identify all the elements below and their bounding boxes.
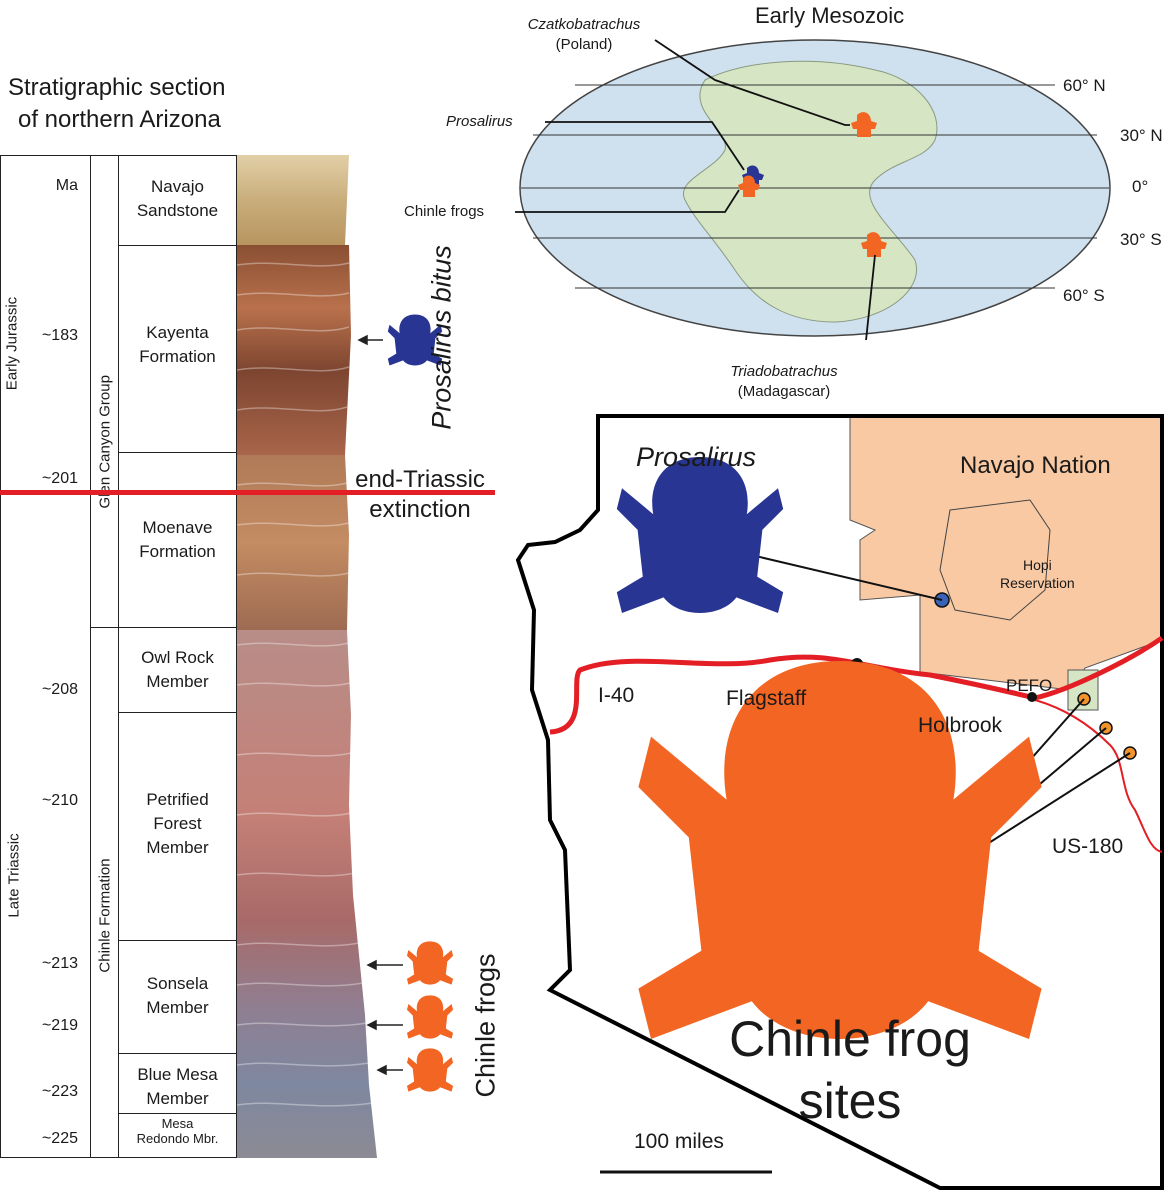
ma-208: ~208 — [41, 681, 78, 698]
lat-30s: 30° S — [1120, 230, 1162, 249]
prosalirus-map-label: Prosalirus — [636, 442, 757, 472]
group-glen-canyon: Glen Canyon Group — [96, 375, 114, 509]
strat-title: Stratigraphic section of northern Arizon… — [8, 74, 226, 133]
lat-30n: 30° N — [1120, 126, 1163, 145]
triado-label: Triadobatrachus (Madagascar) — [730, 363, 838, 400]
frog-czatko-icon — [851, 112, 877, 137]
us180-highway — [1034, 699, 1163, 853]
frog-chinle-globe-icon — [738, 175, 760, 197]
arizona-state-outline — [515, 414, 1164, 1190]
holbrook-dot — [1027, 692, 1037, 702]
lat-60n: 60° N — [1063, 76, 1106, 95]
chinle-frog-sites-label: Chinle frog sites — [729, 1011, 971, 1129]
chinle-frog-icon-2 — [406, 995, 454, 1039]
prosalirus-frog-icon — [616, 457, 784, 613]
ma-201: ~201 — [41, 470, 78, 487]
i40-label: I-40 — [598, 684, 635, 707]
ma-213: ~213 — [41, 955, 78, 972]
holbrook-label: Holbrook — [918, 714, 1003, 737]
navajo-nation-label: Navajo Nation — [960, 452, 1111, 479]
chinle-frogs-label: Chinle frogs — [470, 953, 501, 1098]
lat-60s: 60° S — [1063, 286, 1105, 305]
chinle-frog-icon-3 — [406, 1048, 454, 1092]
paleo-globe — [515, 39, 1111, 340]
ma-210: ~210 — [41, 792, 78, 809]
czatko-label: Czatkobatrachus (Poland) — [527, 16, 641, 53]
us180-label: US-180 — [1052, 835, 1124, 858]
i40-highway — [549, 635, 1164, 735]
ma-183: ~183 — [41, 327, 78, 344]
flagstaff-label: Flagstaff — [726, 687, 807, 710]
ma-225: ~225 — [41, 1130, 78, 1147]
chinle-frogs-globe-label: Chinle frogs — [404, 203, 485, 220]
chinle-frog-icon-1 — [406, 941, 454, 985]
arrow-icon — [357, 334, 383, 346]
prosalirus-bitus-label: Prosalirus bitus — [426, 245, 457, 430]
extinction-line — [0, 490, 495, 495]
hopi-reservation-region — [939, 499, 1051, 621]
ma-219: ~219 — [41, 1017, 78, 1034]
prosalirus-globe-label: Prosalirus — [446, 113, 513, 130]
period-early-jurassic: Early Jurassic — [3, 296, 21, 391]
scale-label: 100 miles — [634, 1130, 724, 1153]
period-late-triassic: Late Triassic — [5, 833, 23, 918]
globe-title: Early Mesozoic — [755, 3, 905, 28]
chinle-frog-big-icon — [638, 661, 1042, 1039]
ma-223: ~223 — [41, 1083, 78, 1100]
rock-column-illustration — [237, 155, 377, 1158]
extinction-label: end-Triassic extinction — [355, 466, 485, 523]
pefo-label: PEFO — [1006, 676, 1053, 695]
group-chinle: Chinle Formation — [96, 858, 114, 973]
hopi-label: Hopi Reservation — [1000, 557, 1075, 591]
strat-column-table: Ma ~183 ~201 ~208 ~210 ~213 ~219 ~223 ~2… — [0, 155, 237, 1158]
frog-triado-icon — [861, 232, 887, 257]
strat-frog-markers — [357, 314, 454, 1092]
arizona-map — [515, 414, 1164, 1190]
lat-0: 0° — [1132, 177, 1149, 196]
ma-header: Ma — [55, 177, 78, 194]
